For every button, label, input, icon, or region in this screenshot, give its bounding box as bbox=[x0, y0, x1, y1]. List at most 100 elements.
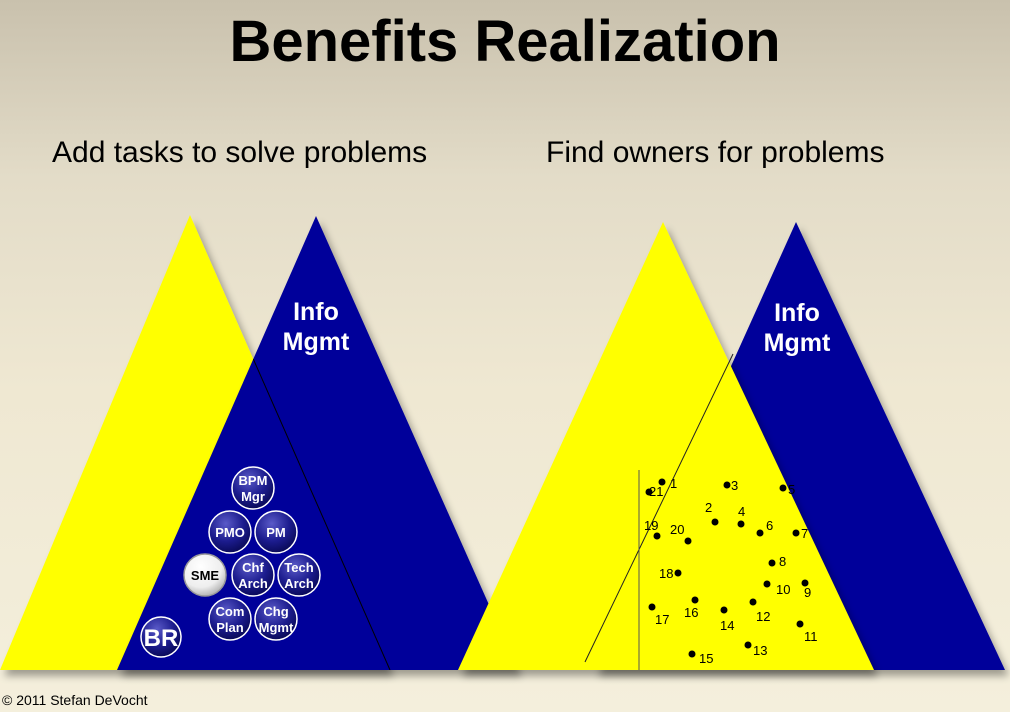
problem-point-20: 20 bbox=[670, 522, 692, 545]
problem-dot bbox=[744, 641, 752, 649]
problem-dot bbox=[645, 488, 653, 496]
left-blue-triangle bbox=[117, 216, 518, 670]
problem-dot bbox=[653, 532, 661, 540]
copyright-footer: © 2011 Stefan DeVocht bbox=[2, 692, 148, 708]
problem-point-13: 13 bbox=[744, 641, 767, 658]
left-triangle-label-line2: Mgmt bbox=[283, 328, 350, 356]
role-circle-label-sme: SME bbox=[191, 568, 220, 583]
problem-dot bbox=[749, 598, 757, 606]
problem-point-14: 14 bbox=[720, 606, 734, 633]
problem-label: 14 bbox=[720, 618, 734, 633]
problem-label: 8 bbox=[779, 554, 786, 569]
role-circle-sublabel-com-plan: Plan bbox=[216, 620, 244, 635]
problem-label: 18 bbox=[659, 566, 673, 581]
problem-point-4: 4 bbox=[737, 504, 745, 528]
problem-label: 17 bbox=[655, 612, 669, 627]
problem-point-19: 19 bbox=[644, 518, 661, 540]
problem-dot bbox=[801, 579, 809, 587]
problem-label: 19 bbox=[644, 518, 658, 533]
role-circle-label-chf-arch: Chf bbox=[242, 560, 264, 575]
role-circle-sublabel-chg-mgmt: Mgmt bbox=[259, 620, 294, 635]
problem-point-1: 1 bbox=[658, 476, 677, 491]
problem-point-11: 11 bbox=[796, 620, 818, 644]
problem-label: 3 bbox=[731, 478, 738, 493]
problem-label: 6 bbox=[766, 518, 773, 533]
problem-point-16: 16 bbox=[684, 596, 699, 620]
br-badge: BR bbox=[140, 616, 182, 658]
problem-dot bbox=[658, 478, 666, 486]
problem-label: 12 bbox=[756, 609, 770, 624]
problem-label: 11 bbox=[804, 629, 818, 644]
problem-point-6: 6 bbox=[756, 518, 773, 537]
problem-point-8: 8 bbox=[768, 554, 786, 569]
problem-point-10: 10 bbox=[763, 580, 790, 597]
problem-label: 13 bbox=[753, 643, 767, 658]
right-heading: Find owners for problems bbox=[546, 136, 885, 169]
problem-dot bbox=[711, 518, 719, 526]
problem-dot bbox=[763, 580, 771, 588]
problem-dot bbox=[720, 606, 728, 614]
problem-label: 15 bbox=[699, 651, 713, 666]
problem-dot bbox=[648, 603, 656, 611]
role-circle-label-pmo: PMO bbox=[215, 525, 245, 540]
right-diagonal-line bbox=[584, 353, 734, 663]
br-label: BR bbox=[144, 625, 179, 652]
problem-point-3: 3 bbox=[723, 478, 738, 493]
problem-point-9: 9 bbox=[801, 579, 811, 600]
problem-dot bbox=[796, 620, 804, 628]
role-circle-label-pm: PM bbox=[266, 525, 286, 540]
role-circle-label-bpm-mgr: BPM bbox=[239, 473, 268, 488]
role-circle-label-tech-arch: Tech bbox=[284, 560, 313, 575]
problem-label: 20 bbox=[670, 522, 684, 537]
role-circle-sublabel-bpm-mgr: Mgr bbox=[241, 489, 265, 504]
right-triangle-label-line1: Info bbox=[774, 299, 820, 327]
problem-dot bbox=[779, 484, 787, 492]
problem-label: 4 bbox=[738, 504, 745, 519]
problem-dot bbox=[684, 537, 692, 545]
problem-dot bbox=[737, 520, 745, 528]
problem-point-5: 5 bbox=[779, 482, 795, 497]
problem-dot bbox=[768, 559, 776, 567]
problem-label: 16 bbox=[684, 605, 698, 620]
problem-point-17: 17 bbox=[648, 603, 669, 627]
problem-label: 10 bbox=[776, 582, 790, 597]
role-circle-label-com-plan: Com bbox=[216, 604, 245, 619]
problem-point-21: 21 bbox=[645, 484, 663, 499]
problem-dot bbox=[691, 596, 699, 604]
problem-dot bbox=[756, 529, 764, 537]
role-circle-pm: PM bbox=[254, 510, 298, 554]
role-circle-label-chg-mgmt: Chg bbox=[263, 604, 288, 619]
problem-label: 7 bbox=[801, 526, 808, 541]
problem-label: 2 bbox=[705, 500, 712, 515]
problem-label: 21 bbox=[649, 484, 663, 499]
problem-point-15: 15 bbox=[688, 650, 713, 666]
problem-point-12: 12 bbox=[749, 598, 770, 624]
right-yellow-triangle bbox=[458, 222, 874, 670]
problem-label: 1 bbox=[670, 476, 677, 491]
role-circle-pmo: PMO bbox=[208, 510, 252, 554]
problem-dot bbox=[674, 569, 682, 577]
problem-label: 5 bbox=[788, 482, 795, 497]
left-triangle-label-line1: Info bbox=[293, 298, 339, 326]
problem-point-18: 18 bbox=[659, 566, 682, 581]
slide-title: Benefits Realization bbox=[229, 9, 781, 74]
problem-point-2: 2 bbox=[705, 500, 719, 526]
problem-label: 9 bbox=[804, 585, 811, 600]
problem-dot bbox=[688, 650, 696, 658]
role-circle-sublabel-tech-arch: Arch bbox=[284, 576, 314, 591]
problem-point-7: 7 bbox=[792, 526, 808, 541]
problem-dot bbox=[723, 481, 731, 489]
problem-dot bbox=[792, 529, 800, 537]
role-circle-sublabel-chf-arch: Arch bbox=[238, 576, 268, 591]
right-triangle-label-line2: Mgmt bbox=[764, 329, 831, 357]
